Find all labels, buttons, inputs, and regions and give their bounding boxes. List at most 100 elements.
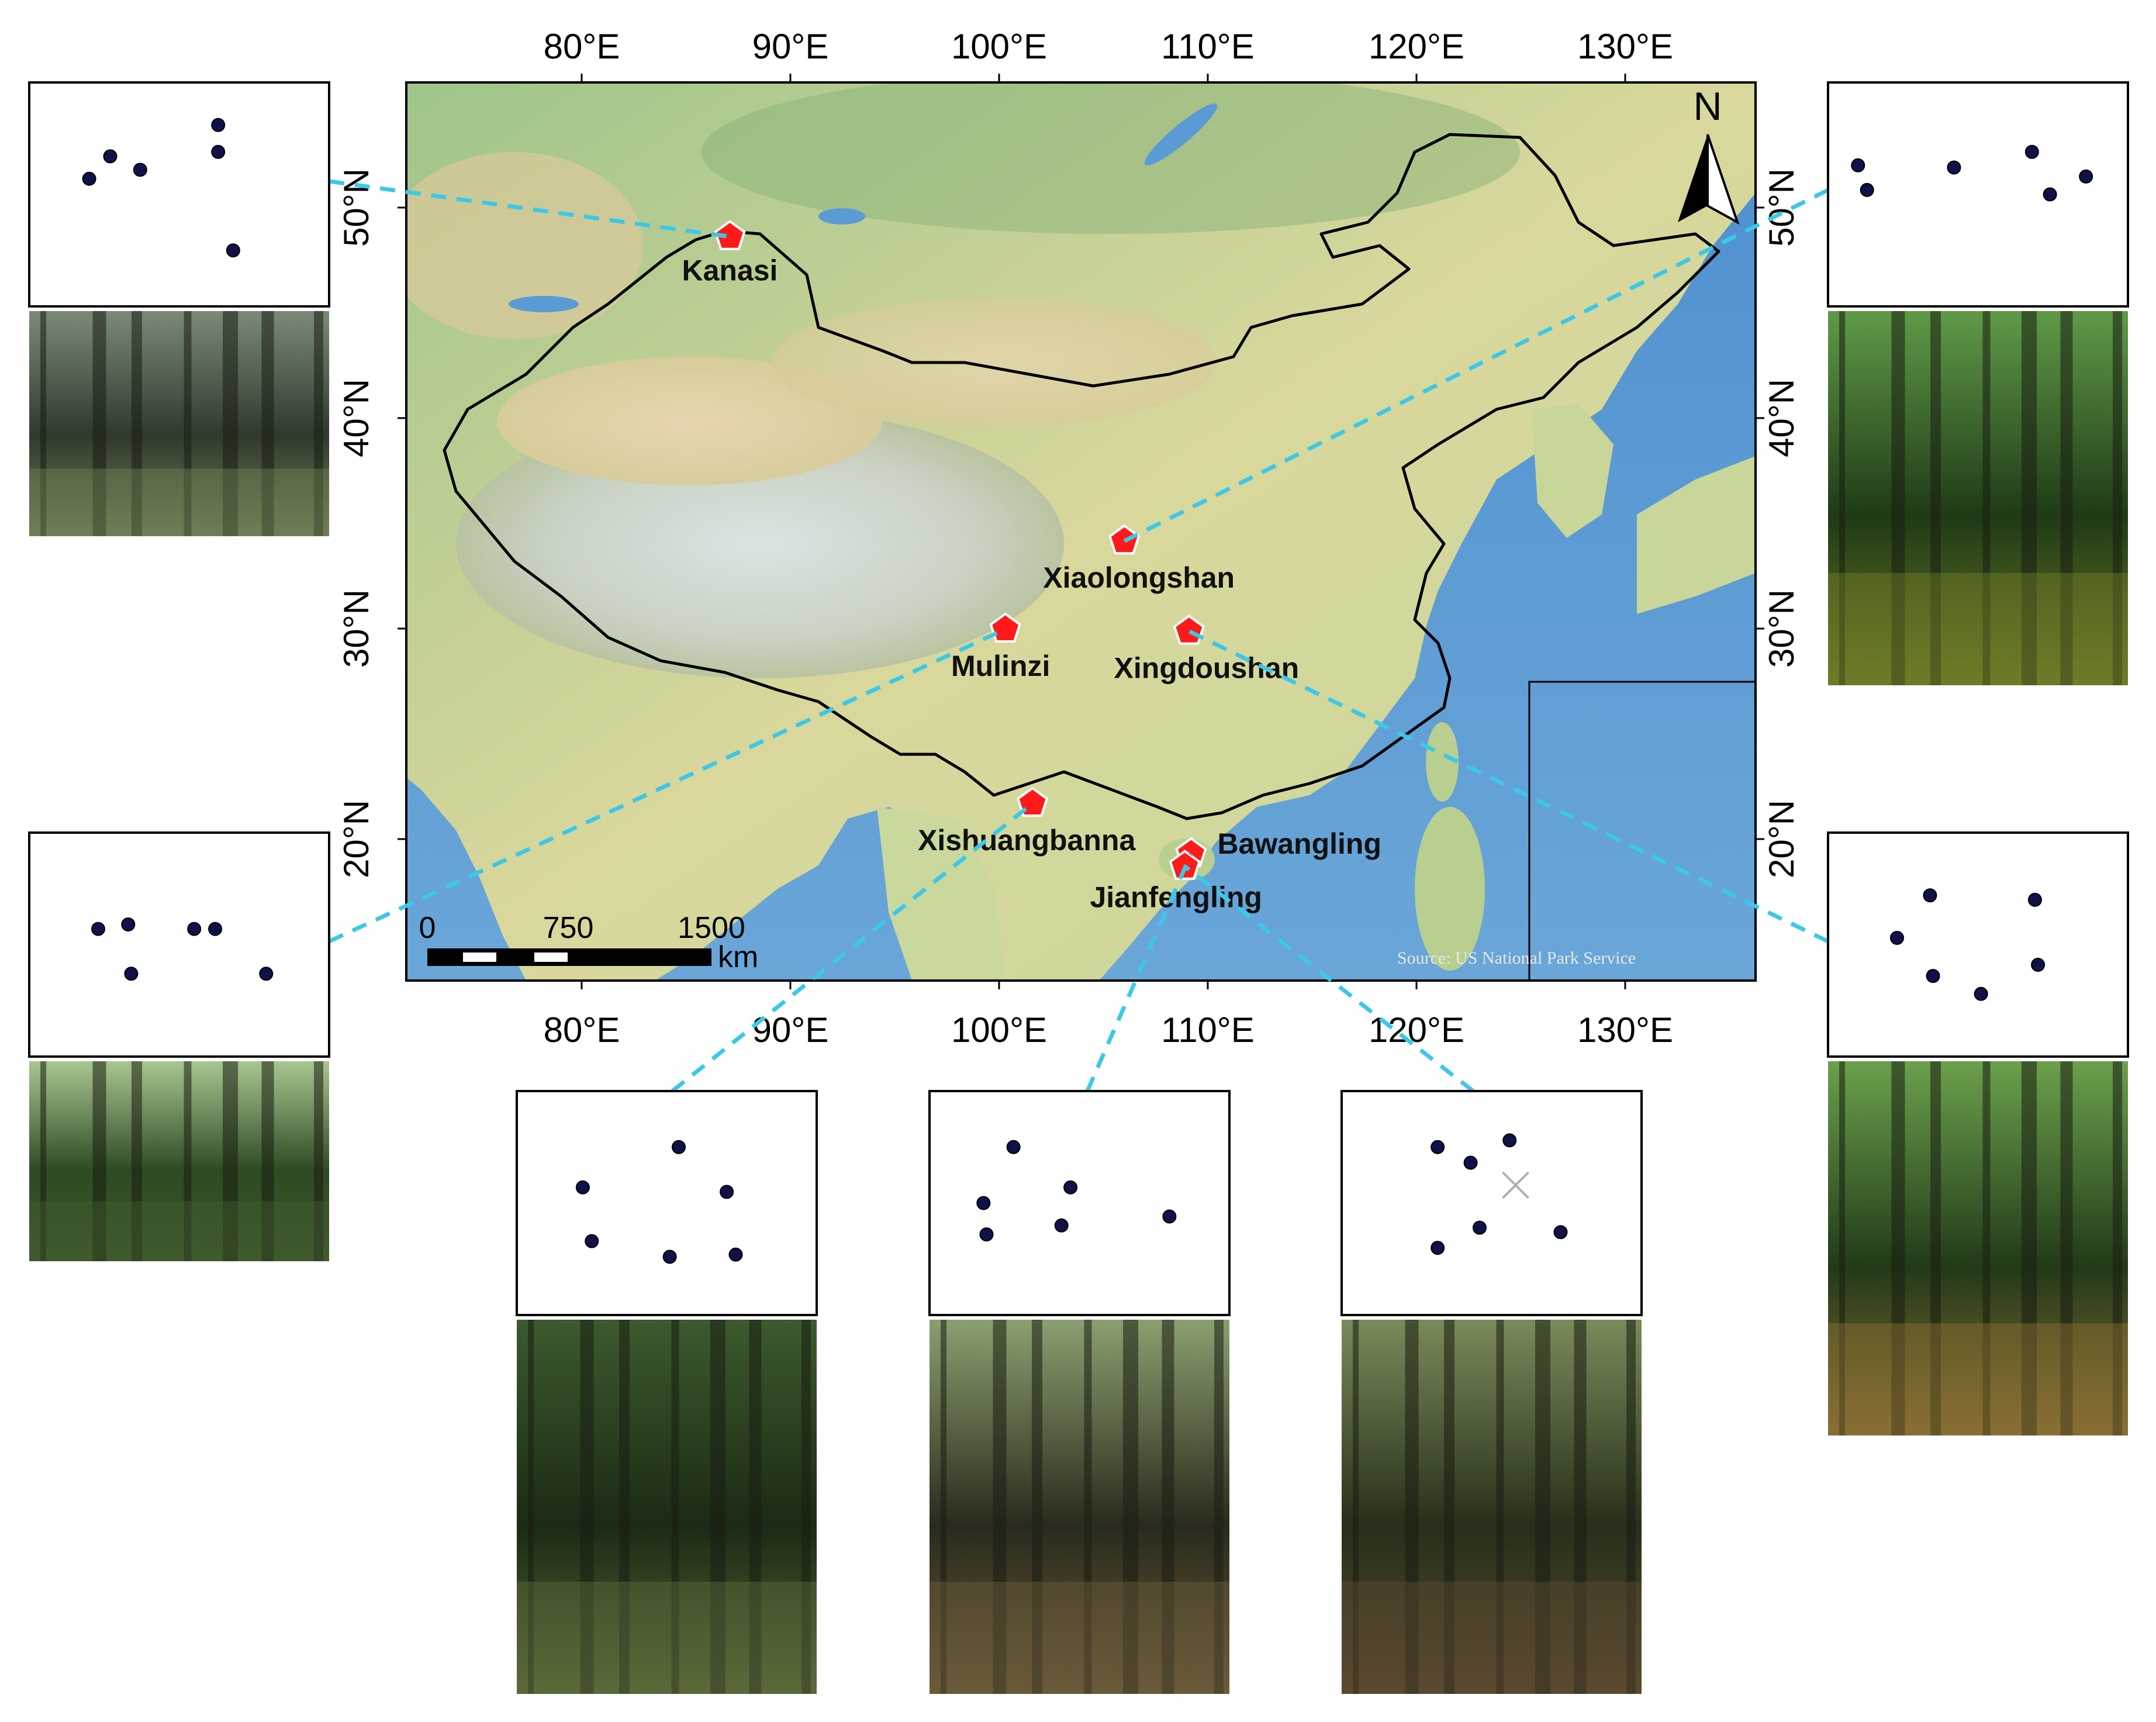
stem-point [976,1196,991,1210]
lat-label-left: 30°N [337,589,376,668]
stem-point [1947,160,1961,175]
stem-point [1923,888,1937,903]
connector-xiaolongshan [1123,188,1829,543]
connector-kanasi [329,179,730,239]
tree-trunk [671,1320,679,1694]
understory [930,1582,1229,1694]
stem-point [226,243,240,258]
tree-trunk [580,1320,594,1694]
tree-trunk [1084,1320,1092,1694]
tree-trunk [1930,311,1941,685]
stem-point [133,163,147,177]
lon-label-top: 90°E [752,27,829,66]
site-label-bawangling: Bawangling [1217,827,1381,860]
stem-point [1860,182,1874,197]
tree-trunk [1891,1061,1905,1435]
south-china-sea-inset [1528,681,1756,981]
stem-point [728,1247,743,1262]
map-frame [405,81,1757,982]
stem-map-box [28,831,330,1058]
stem-point [103,149,118,164]
lat-label-left: 20°N [337,800,376,878]
lon-label-bottom: 100°E [951,1010,1047,1050]
lake [509,296,579,312]
tree-trunk [1214,1320,1224,1694]
forest-photo [517,1320,817,1694]
site-marker-mulinzi[interactable] [989,612,1021,643]
tree-trunk [314,311,323,536]
site-label-kanasi: Kanasi [682,254,778,287]
tree-trunk [1162,1320,1174,1694]
understory [1342,1582,1642,1694]
stem-point [1889,931,1904,945]
stem-point [720,1185,734,1199]
removed-stem-mark [1502,1171,1529,1199]
stem-map-box [1827,81,2129,308]
lat-label-left: 50°N [337,168,376,247]
connector-xingdoushan [1188,629,1829,944]
site-label-xishuangbanna: Xishuangbanna [918,824,1136,857]
stem-point [1463,1155,1478,1170]
site-label-jianfengling: Jianfengling [1090,881,1262,914]
stem-point [2079,169,2093,184]
north-arrow: N [1678,84,1740,225]
stem-map-box [1340,1090,1643,1316]
stem-point [979,1227,994,1242]
tree-trunk [941,1320,946,1694]
panel-mulinzi [28,831,330,1261]
philippines-land [1415,807,1485,971]
kazakh-steppe [406,152,643,339]
lat-label-right: 20°N [1762,800,1801,878]
siberian-forest [702,82,1520,234]
lat-label-left: 40°N [337,379,376,457]
tree-trunk [2060,311,2073,685]
tree-trunk [2113,1061,2122,1435]
stem-point [2024,144,2039,159]
tree-trunk [993,1320,1007,1694]
stem-point [1851,158,1865,172]
stem-point [1926,969,1940,983]
tree-trunk [2022,1061,2037,1435]
china-relief-map: N 0 750 1500 km Source: US National Park… [337,27,1801,1050]
stem-point [2031,957,2046,972]
tree-trunk [801,1320,811,1694]
tree-trunk [1930,1061,1941,1435]
scale-label-0: 0 [419,911,436,945]
understory [517,1582,817,1694]
panel-kanasi [28,81,330,536]
tree-trunk [1535,1320,1550,1694]
tree-trunk [2022,311,2037,685]
site-label-xiaolongshan: Xiaolongshan [1043,561,1235,594]
stem-map-box [928,1090,1231,1316]
tree-trunk [1891,311,1905,685]
understory [1828,573,2128,685]
lon-label-bottom: 110°E [1161,1010,1255,1050]
panel-xiaolongshan [1827,81,2129,685]
tree-trunk [528,1320,534,1694]
tree-trunk [1353,1320,1359,1694]
tree-trunk [619,1320,630,1694]
forest-photo [1828,311,2128,685]
lon-label-top: 80°E [544,27,620,66]
stem-point [1162,1209,1177,1224]
lat-label-right: 40°N [1762,379,1801,457]
tree-trunk [1444,1320,1454,1694]
tree-trunk [749,1320,762,1694]
stem-point [124,967,139,981]
lon-label-top: 110°E [1161,27,1255,66]
site-marker-kanasi[interactable] [714,220,746,250]
stem-point [91,922,105,936]
tree-trunk [1496,1320,1504,1694]
tree-trunk [1123,1320,1138,1694]
tree-trunk [261,311,274,536]
lon-label-top: 130°E [1577,27,1673,66]
taklamakan-desert [497,357,883,485]
lon-label-top: 120°E [1369,27,1464,66]
panel-xishuangbanna [516,1090,818,1694]
tree-trunk [223,1061,238,1261]
tree-trunk [40,311,46,536]
stem-point [1006,1140,1021,1154]
stem-point [211,144,226,159]
lat-label-right: 30°N [1762,589,1801,668]
